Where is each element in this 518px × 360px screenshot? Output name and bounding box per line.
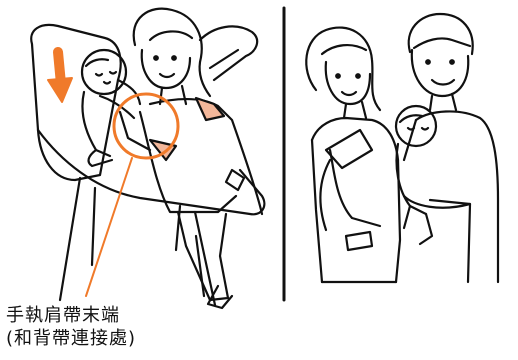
held-baby bbox=[394, 104, 438, 246]
standing-father bbox=[402, 12, 500, 284]
carrier-strap bbox=[319, 128, 374, 232]
callout-label-line1: 手執肩帶末端 bbox=[6, 305, 120, 326]
seated-mother bbox=[132, 7, 264, 310]
armchair bbox=[30, 23, 266, 307]
down-arrow-icon bbox=[47, 47, 73, 103]
right-panel-standing-parents bbox=[305, 12, 500, 284]
callout-leader-line bbox=[85, 157, 133, 297]
callout-label-line2: (和背帶連接處) bbox=[6, 328, 137, 349]
seated-baby bbox=[80, 48, 152, 168]
standing-mother bbox=[305, 26, 402, 284]
left-panel-seated-mother bbox=[30, 7, 266, 310]
highlight-circle-icon bbox=[112, 92, 180, 160]
